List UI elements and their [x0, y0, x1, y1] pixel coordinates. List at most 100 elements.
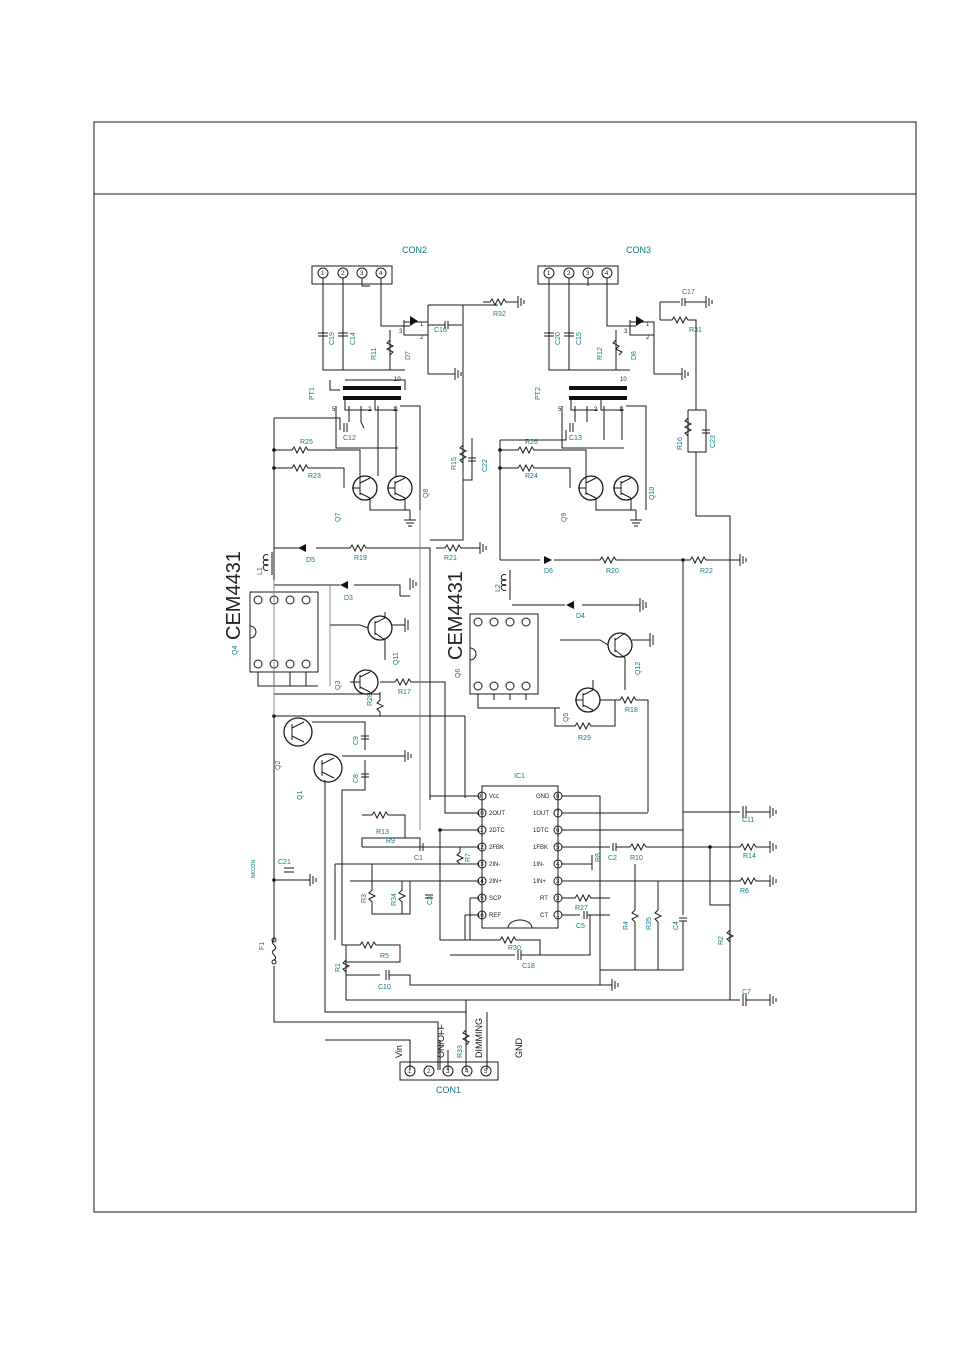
svg-text:R15: R15	[451, 457, 458, 470]
svg-text:C20: C20	[555, 332, 562, 345]
svg-text:6: 6	[556, 828, 560, 834]
svg-text:R16: R16	[677, 437, 684, 450]
svg-text:16: 16	[477, 913, 484, 919]
svg-text:R21: R21	[444, 555, 457, 562]
svg-text:Q11: Q11	[393, 652, 400, 665]
svg-text:2IN-: 2IN-	[489, 862, 500, 868]
svg-text:Q4: Q4	[232, 646, 239, 655]
q6-mosfet: CEM4431 Q6	[445, 571, 560, 709]
dimming-signal: DIMMING	[474, 1018, 484, 1058]
svg-text:12: 12	[477, 845, 484, 851]
svg-text:C12: C12	[343, 435, 356, 442]
svg-text:R26: R26	[525, 439, 538, 446]
r33-label: R33	[457, 1045, 464, 1058]
svg-text:1OUT: 1OUT	[533, 811, 549, 817]
svg-text:R19: R19	[354, 555, 367, 562]
svg-text:5: 5	[484, 1069, 488, 1075]
svg-text:Q10: Q10	[649, 487, 656, 500]
svg-text:10: 10	[620, 377, 627, 383]
svg-text:5: 5	[558, 407, 562, 413]
svg-text:PT1: PT1	[309, 387, 316, 400]
svg-text:1: 1	[408, 1069, 412, 1075]
svg-text:R13: R13	[376, 829, 389, 836]
svg-text:R24: R24	[525, 473, 538, 480]
svg-text:Q6: Q6	[455, 669, 462, 678]
svg-text:2DTC: 2DTC	[489, 828, 505, 834]
svg-text:F1: F1	[259, 942, 266, 950]
svg-text:Q7: Q7	[335, 513, 342, 522]
svg-text:4: 4	[465, 1069, 469, 1075]
svg-text:R1: R1	[335, 963, 342, 972]
svg-text:R31: R31	[689, 327, 702, 334]
con2-label: CON2	[402, 245, 427, 255]
svg-text:C22: C22	[482, 459, 489, 472]
svg-text:R8: R8	[595, 853, 602, 862]
q2-transistor	[283, 717, 313, 747]
svg-text:R28: R28	[367, 693, 374, 706]
svg-text:3: 3	[624, 329, 628, 335]
svg-text:2IN+: 2IN+	[489, 879, 502, 885]
svg-text:4: 4	[605, 271, 609, 277]
svg-text:C18: C18	[522, 963, 535, 970]
svg-text:4: 4	[556, 862, 560, 868]
svg-text:C7: C7	[742, 989, 751, 996]
svg-text:R9: R9	[386, 838, 395, 845]
svg-text:1DTC: 1DTC	[533, 828, 549, 834]
svg-text:2: 2	[594, 407, 598, 413]
svg-text:C21: C21	[278, 859, 291, 866]
svg-text:R4: R4	[623, 921, 630, 930]
svg-text:3: 3	[399, 329, 403, 335]
q4-part: CEM4431	[223, 551, 245, 640]
svg-text:1: 1	[393, 407, 397, 413]
svg-text:5: 5	[332, 407, 336, 413]
svg-text:D7: D7	[405, 351, 412, 360]
svg-text:1: 1	[420, 322, 424, 328]
ic1-ref: IC1	[514, 773, 525, 780]
onoff-signal: ON/OFF	[436, 1024, 446, 1058]
svg-text:2: 2	[420, 335, 424, 341]
svg-text:1IN+: 1IN+	[533, 879, 546, 885]
q1-transistor	[313, 753, 343, 783]
svg-text:R23: R23	[308, 473, 321, 480]
svg-text:C1: C1	[414, 855, 423, 862]
svg-text:2OUT: 2OUT	[489, 811, 505, 817]
svg-text:R30: R30	[508, 945, 521, 952]
svg-text:R29: R29	[578, 735, 591, 742]
svg-text:R10: R10	[630, 855, 643, 862]
svg-text:11: 11	[477, 828, 484, 834]
svg-text:15: 15	[477, 896, 484, 902]
svg-text:R25: R25	[300, 439, 313, 446]
svg-text:L2: L2	[495, 584, 502, 592]
svg-text:C4: C4	[673, 921, 680, 930]
svg-text:CT: CT	[540, 913, 548, 919]
svg-text:R2: R2	[718, 936, 725, 945]
svg-text:Q2: Q2	[275, 761, 282, 770]
svg-text:D8: D8	[631, 351, 638, 360]
svg-text:1: 1	[619, 407, 623, 413]
svg-text:R35: R35	[646, 917, 653, 930]
svg-text:R22: R22	[700, 568, 713, 575]
gnd-signal: GND	[514, 1038, 524, 1059]
svg-text:SCP: SCP	[489, 896, 501, 902]
svg-text:Vcc: Vcc	[489, 794, 499, 800]
svg-text:2: 2	[427, 1069, 431, 1075]
svg-text:R17: R17	[398, 689, 411, 696]
svg-text:2: 2	[646, 335, 650, 341]
svg-text:REF: REF	[489, 913, 501, 919]
svg-text:C11: C11	[742, 817, 754, 824]
svg-text:D5: D5	[306, 557, 315, 564]
svg-text:1IN-: 1IN-	[533, 862, 544, 868]
svg-text:L1: L1	[257, 567, 264, 575]
svg-text:9: 9	[478, 794, 482, 800]
svg-text:R18: R18	[625, 707, 638, 714]
svg-text:C15: C15	[576, 332, 583, 345]
svg-text:1: 1	[556, 913, 560, 919]
con3-label: CON3	[626, 245, 651, 255]
svg-text:7: 7	[556, 811, 560, 817]
svg-text:C16: C16	[434, 327, 447, 334]
svg-text:4: 4	[379, 271, 383, 277]
